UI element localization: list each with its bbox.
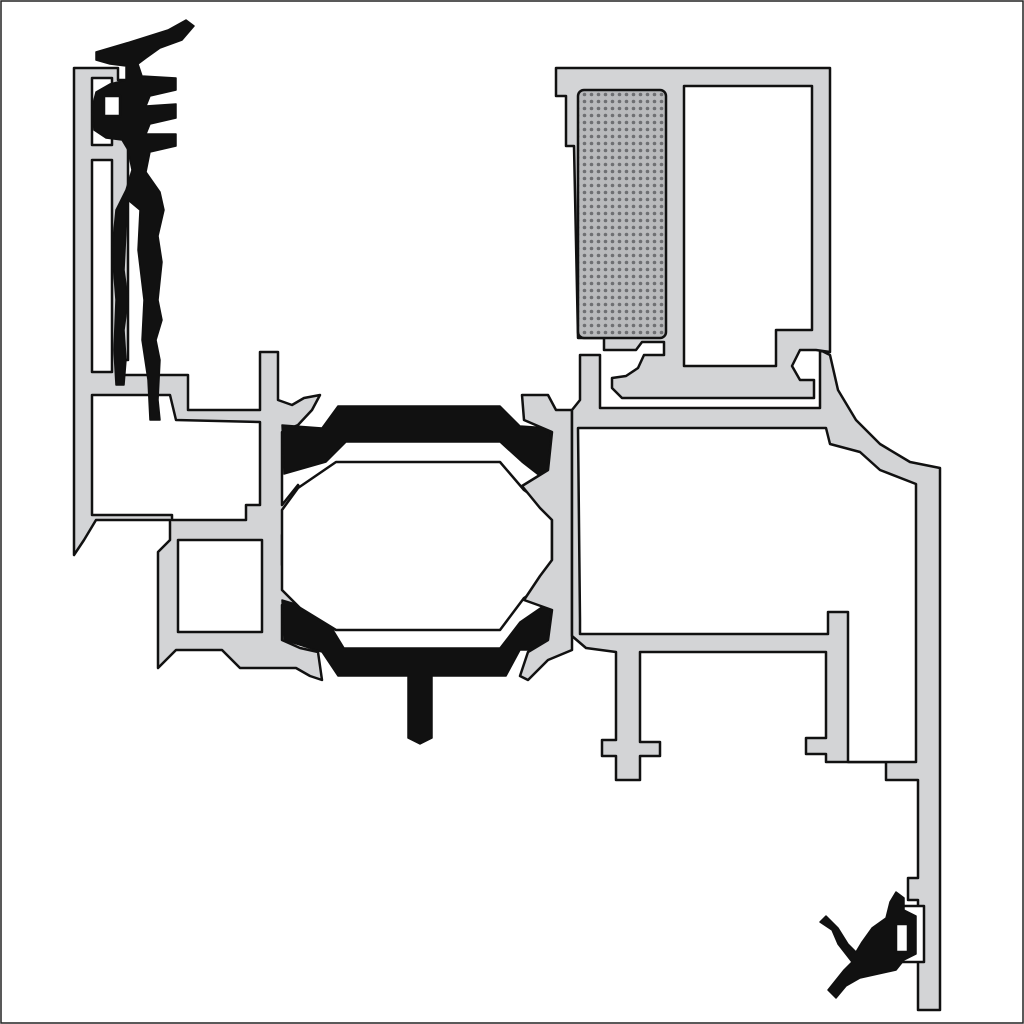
glazing-gasket-left <box>91 19 195 421</box>
glazing-bead-chamber <box>682 84 814 368</box>
sash-chamber-main <box>576 426 918 764</box>
gasket-left-slot <box>102 94 122 118</box>
bottom-seal-gasket <box>819 891 917 999</box>
outer-frame-chamber-long <box>90 158 114 374</box>
insulation-block <box>576 88 668 340</box>
outer-frame-chamber-bottom <box>176 538 264 634</box>
thermal-break-strip-lower <box>281 599 555 745</box>
thermal-break-chamber <box>280 460 554 632</box>
bottom-seal-gasket-slot <box>894 922 910 954</box>
outer-frame-chamber-lower <box>90 393 262 522</box>
